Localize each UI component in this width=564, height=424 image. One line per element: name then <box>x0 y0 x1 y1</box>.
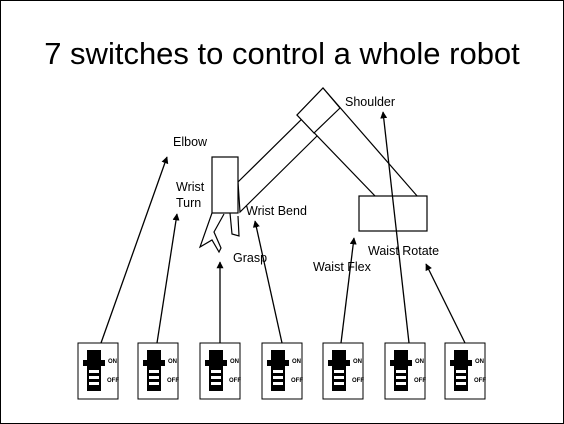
switch-off-label: OFF <box>352 378 364 384</box>
toggle-switch[interactable]: ON OFF <box>137 342 179 400</box>
switch-off-label: OFF <box>229 378 241 384</box>
switch-on-label: ON <box>415 359 424 365</box>
toggle-switch[interactable]: ON OFF <box>384 342 426 400</box>
arrow-wrist-turn <box>156 213 180 344</box>
toggle-switch[interactable]: ON OFF <box>322 342 364 400</box>
switch-panel: ON OFF ON OFF ON OFF ON OFF ON OFF ON OFF ON OFF <box>77 342 486 400</box>
switch-on-label: ON <box>168 359 177 365</box>
slide-title: 7 switches to control a whole robot <box>44 36 520 71</box>
switch-off-label: OFF <box>474 378 486 384</box>
label-shoulder: Shoulder <box>345 95 395 109</box>
label-elbow: Elbow <box>173 135 208 149</box>
toggle-switch[interactable]: ON OFF <box>261 342 303 400</box>
label-waist-rotate: Waist Rotate <box>368 244 439 258</box>
switch-on-label: ON <box>292 359 301 365</box>
arrow-elbow <box>100 156 169 344</box>
switch-on-label: ON <box>475 359 484 365</box>
toggle-switch[interactable]: ON OFF <box>77 342 119 400</box>
switch-on-label: ON <box>353 359 362 365</box>
robot-forearm <box>237 110 318 214</box>
arrow-waist-flex <box>340 237 357 344</box>
label-wrist-turn-line2: Turn <box>176 196 201 210</box>
switch-on-label: ON <box>108 359 117 365</box>
switch-on-label: ON <box>230 359 239 365</box>
robot-gripper <box>198 212 240 254</box>
label-grasp: Grasp <box>233 251 267 265</box>
switch-off-label: OFF <box>414 378 426 384</box>
robot-arm <box>211 87 428 232</box>
label-wrist-turn-line1: Wrist <box>176 180 205 194</box>
arrow-shoulder <box>380 111 410 344</box>
label-wrist-bend: Wrist Bend <box>246 204 307 218</box>
switch-off-label: OFF <box>291 378 303 384</box>
robot-wrist-block <box>211 156 239 214</box>
switch-off-label: OFF <box>107 378 119 384</box>
switch-off-label: OFF <box>167 378 179 384</box>
connector-arrows <box>100 111 466 344</box>
arrow-wrist-bend <box>252 220 283 344</box>
toggle-switch[interactable]: ON OFF <box>199 342 241 400</box>
label-waist-flex: Waist Flex <box>313 260 372 274</box>
toggle-switch[interactable]: ON OFF <box>444 342 486 400</box>
robot-elbow-joint <box>296 87 341 134</box>
arrow-waist-rotate <box>425 263 466 344</box>
